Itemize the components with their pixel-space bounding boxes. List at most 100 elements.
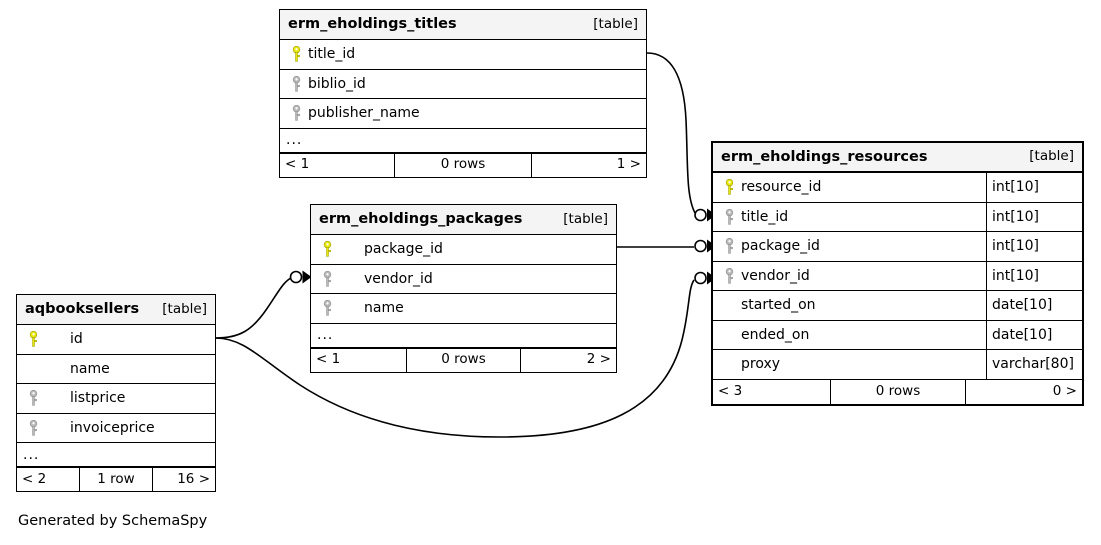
- table-header: erm_eholdings_resources [table]: [713, 143, 1082, 173]
- table-type-tag: [table]: [563, 210, 608, 227]
- more-columns-ellipsis[interactable]: ...: [280, 129, 646, 153]
- primary-key-icon: [287, 46, 305, 62]
- table-footer: < 2 1 row 16 >: [17, 467, 215, 491]
- table-row[interactable]: package_id int[10]: [713, 232, 1082, 262]
- table-row[interactable]: resource_id int[10]: [713, 173, 1082, 203]
- table-header: erm_eholdings_packages [table]: [311, 205, 616, 235]
- row-count: 1 row: [79, 468, 153, 491]
- table-title: erm_eholdings_resources: [721, 148, 928, 165]
- outgoing-relations-count[interactable]: 16 >: [177, 470, 210, 487]
- outgoing-relations-count[interactable]: 2 >: [586, 351, 611, 368]
- column-cell: ended_on: [713, 321, 986, 350]
- table-type-tag: [table]: [593, 15, 638, 32]
- table-row[interactable]: name: [311, 294, 616, 324]
- table-erm_eholdings_resources[interactable]: erm_eholdings_resources [table] resource…: [711, 141, 1084, 406]
- column-name: resource_id: [741, 179, 822, 196]
- table-footer: < 1 0 rows 2 >: [311, 347, 616, 372]
- column-name: id: [70, 331, 83, 348]
- column-cell: name: [311, 294, 616, 323]
- table-footer: < 3 0 rows 0 >: [713, 379, 1082, 404]
- incoming-relations-count[interactable]: < 1: [285, 156, 310, 173]
- column-type: varchar[80]: [986, 350, 1082, 379]
- table-row[interactable]: listprice: [17, 384, 215, 414]
- table-type-tag: [table]: [162, 300, 207, 317]
- column-name: publisher_name: [308, 105, 420, 122]
- column-cell: title_id: [713, 203, 986, 232]
- column-cell: title_id: [280, 40, 646, 69]
- column-name: biblio_id: [308, 75, 366, 92]
- column-name: package_id: [741, 238, 820, 255]
- table-row[interactable]: title_id: [280, 40, 646, 70]
- index-key-icon: [720, 208, 738, 225]
- column-type: int[10]: [986, 202, 1082, 231]
- column-name: started_on: [741, 297, 816, 314]
- table-header: aqbooksellers [table]: [17, 295, 215, 325]
- index-key-icon: [287, 105, 305, 121]
- table-header: erm_eholdings_titles [table]: [280, 10, 646, 40]
- column-type: date[10]: [986, 291, 1082, 320]
- table-row[interactable]: publisher_name: [280, 99, 646, 129]
- primary-key-icon: [318, 241, 336, 257]
- column-cell: publisher_name: [280, 99, 646, 128]
- generated-by-note: Generated by SchemaSpy: [18, 513, 208, 529]
- column-cell: name: [17, 355, 215, 384]
- table-type-tag: [table]: [1029, 148, 1074, 165]
- table-row[interactable]: vendor_id: [311, 265, 616, 294]
- table-row[interactable]: name: [17, 355, 215, 384]
- column-name: listprice: [70, 390, 126, 407]
- column-cell: resource_id: [713, 173, 986, 202]
- primary-key-icon: [720, 179, 738, 195]
- index-key-icon: [318, 300, 336, 316]
- primary-key-icon: [24, 331, 42, 347]
- table-title: erm_eholdings_titles: [288, 16, 457, 33]
- incoming-relations-count[interactable]: < 2: [22, 470, 47, 487]
- index-key-icon: [24, 390, 42, 406]
- row-count: 0 rows: [394, 153, 532, 177]
- table-footer: < 1 0 rows 1 >: [280, 152, 646, 177]
- table-row[interactable]: started_on date[10]: [713, 291, 1082, 321]
- table-row[interactable]: proxy varchar[80]: [713, 350, 1082, 380]
- table-title: aqbooksellers: [25, 301, 140, 318]
- table-title: erm_eholdings_packages: [319, 211, 523, 228]
- table-aqbooksellers[interactable]: aqbooksellers [table] id name listpric: [16, 294, 216, 492]
- incoming-relations-count[interactable]: < 3: [718, 382, 743, 399]
- endpoint-circle: [289, 270, 303, 284]
- table-erm_eholdings_packages[interactable]: erm_eholdings_packages [table] package_i…: [310, 204, 617, 373]
- column-cell: proxy: [713, 350, 986, 379]
- table-erm_eholdings_titles[interactable]: erm_eholdings_titles [table] title_id bi…: [279, 9, 647, 178]
- column-cell: started_on: [713, 291, 986, 320]
- column-cell: package_id: [713, 232, 986, 261]
- table-row[interactable]: biblio_id: [280, 70, 646, 99]
- outgoing-relations-count[interactable]: 1 >: [616, 156, 641, 173]
- column-type: date[10]: [986, 320, 1082, 349]
- column-name: name: [364, 300, 404, 317]
- column-name: ended_on: [741, 326, 810, 343]
- edge-aqbooksellers-to-packages: [215, 276, 294, 339]
- column-cell: vendor_id: [311, 265, 616, 294]
- column-name: package_id: [364, 241, 443, 258]
- column-name: vendor_id: [741, 267, 810, 284]
- outgoing-relations-count[interactable]: 0 >: [1052, 382, 1077, 399]
- table-row[interactable]: id: [17, 325, 215, 355]
- row-count: 0 rows: [830, 379, 966, 404]
- column-name: proxy: [741, 356, 781, 373]
- edge-titles-to-resources: [646, 52, 696, 214]
- endpoint-circle: [694, 208, 707, 222]
- column-cell: package_id: [311, 235, 616, 264]
- index-key-icon: [720, 238, 738, 254]
- table-row[interactable]: ended_on date[10]: [713, 320, 1082, 350]
- index-key-icon: [720, 267, 738, 284]
- incoming-relations-count[interactable]: < 1: [316, 351, 341, 368]
- table-row[interactable]: package_id: [311, 235, 616, 265]
- index-key-icon: [318, 270, 336, 287]
- table-row[interactable]: invoiceprice: [17, 414, 215, 443]
- index-key-icon: [24, 419, 42, 436]
- column-cell: vendor_id: [713, 262, 986, 291]
- more-columns-ellipsis[interactable]: ...: [17, 443, 215, 467]
- column-type: int[10]: [986, 232, 1082, 261]
- endpoint-circle: [694, 239, 707, 253]
- table-row[interactable]: vendor_id int[10]: [713, 261, 1082, 291]
- more-columns-ellipsis[interactable]: ...: [311, 324, 616, 348]
- table-row[interactable]: title_id int[10]: [713, 202, 1082, 232]
